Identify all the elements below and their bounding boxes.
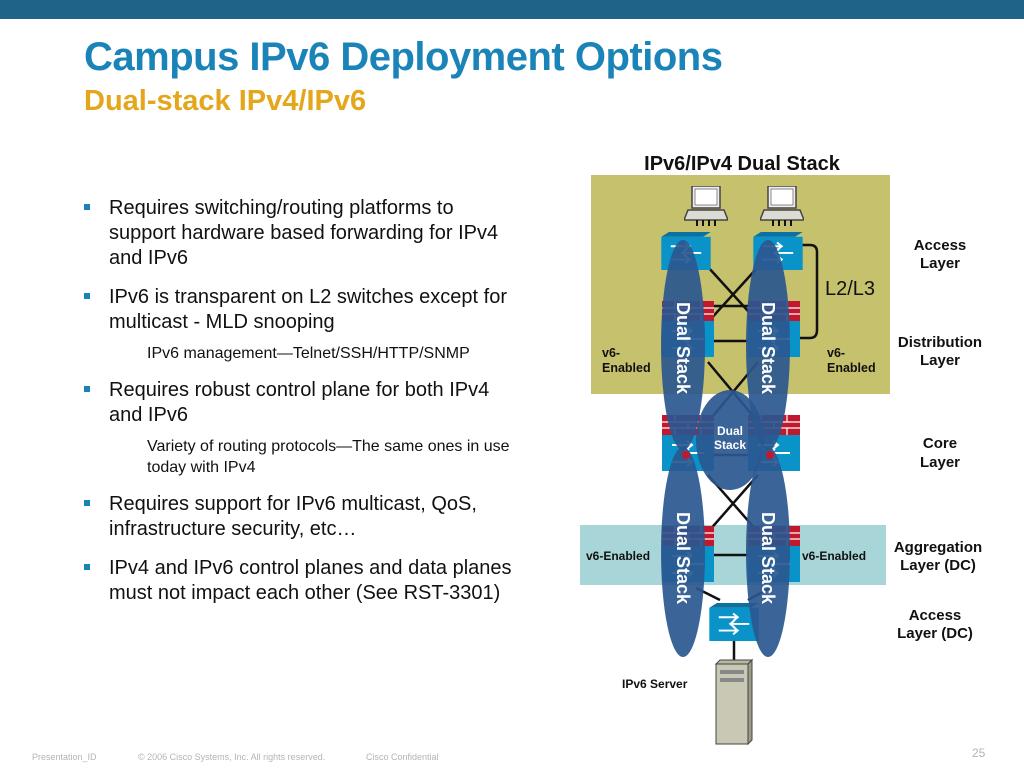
- dual-stack-label: Dual Stack: [758, 512, 778, 605]
- layer-label: Core: [923, 435, 957, 452]
- core-dual-label: Dual: [717, 424, 743, 438]
- layer-label: Aggregation: [894, 539, 982, 556]
- bullet-square-icon: [84, 564, 90, 570]
- server-label: IPv6 Server: [622, 677, 688, 691]
- bullet-item: Requires support for IPv6 multicast, QoS…: [84, 492, 524, 542]
- bullet-text: IPv4 and IPv6 control planes and data pl…: [109, 557, 512, 604]
- v6-enabled-agg-right: v6-Enabled: [802, 549, 866, 563]
- bullet-text: Requires robust control plane for both I…: [109, 379, 490, 426]
- page-number: 25: [972, 746, 986, 760]
- dual-stack-label: Dual Stack: [673, 302, 693, 395]
- sub-bullet-text: IPv6 management—Telnet/SSH/HTTP/SNMP: [147, 345, 470, 362]
- layer-label: Access: [909, 607, 962, 624]
- layer-label: Layer: [920, 255, 960, 272]
- bullet-item: Requires robust control plane for both I…: [84, 378, 524, 428]
- dual-stack-ellipses: [661, 240, 790, 657]
- bullet-square-icon: [84, 293, 90, 299]
- layer-label: Layer: [920, 352, 960, 369]
- bullet-list: Requires switching/routing platforms to …: [84, 196, 524, 620]
- bullet-item: Requires switching/routing platforms to …: [84, 196, 524, 271]
- bullet-square-icon: [84, 204, 90, 210]
- core-stack-label: Stack: [714, 438, 746, 452]
- sub-bullet-text: Variety of routing protocols—The same on…: [147, 438, 510, 476]
- v6-enabled-top-left: v6-Enabled: [602, 346, 651, 375]
- bullet-item: IPv6 is transparent on L2 switches excep…: [84, 285, 524, 335]
- diagram-title: IPv6/IPv4 Dual Stack: [644, 153, 841, 175]
- bullet-text: IPv6 is transparent on L2 switches excep…: [109, 286, 507, 333]
- layer-label: Layer: [920, 454, 960, 471]
- layer-label: Distribution: [898, 334, 982, 351]
- v6-enabled-top-right: v6-Enabled: [827, 346, 876, 375]
- layer-label: Access: [914, 237, 967, 254]
- bullet-text: Requires support for IPv6 multicast, QoS…: [109, 493, 477, 540]
- footer-presentation-id: Presentation_ID: [32, 752, 97, 762]
- server-icon: [714, 658, 754, 745]
- link-dots: [682, 451, 774, 459]
- dual-stack-label: Dual Stack: [673, 512, 693, 605]
- bullet-square-icon: [84, 500, 90, 506]
- top-bar: [0, 0, 1024, 19]
- bullet-item: IPv4 and IPv6 control planes and data pl…: [84, 556, 524, 606]
- bullet-square-icon: [84, 386, 90, 392]
- bullet-text: Requires switching/routing platforms to …: [109, 197, 499, 269]
- footer-copyright: © 2006 Cisco Systems, Inc. All rights re…: [138, 752, 326, 762]
- dual-stack-diagram: Dual Stack Dual Stack Dual Stack Dual St…: [580, 153, 982, 745]
- layer-label: Layer (DC): [897, 625, 973, 642]
- footer-confidential: Cisco Confidential: [366, 752, 439, 762]
- slide-subtitle: Dual-stack IPv4/IPv6: [84, 85, 367, 117]
- dual-stack-label: Dual Stack: [758, 302, 778, 395]
- l2-l3-label: L2/L3: [825, 278, 875, 300]
- v6-enabled-agg-left: v6-Enabled: [586, 549, 650, 563]
- layer-label: Layer (DC): [900, 557, 976, 574]
- slide-title: Campus IPv6 Deployment Options: [84, 35, 723, 79]
